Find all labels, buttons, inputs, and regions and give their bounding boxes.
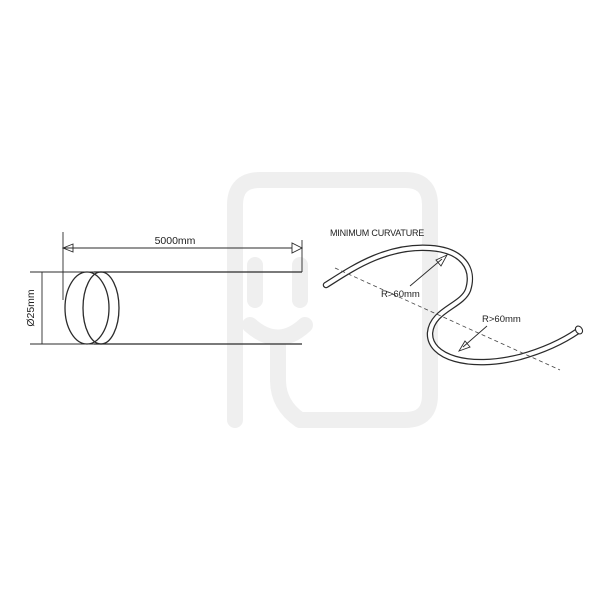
pipe-body	[94, 271, 302, 345]
length-label: 5000mm	[155, 235, 196, 247]
length-arrow-right	[291, 242, 304, 254]
radius-1-line	[409, 258, 443, 287]
curved-pipe	[322, 244, 584, 366]
curvature-centerline	[334, 267, 561, 371]
curved-pipe-end	[574, 325, 584, 335]
radius-2-line	[462, 325, 488, 348]
pipe-end-cap	[64, 271, 120, 345]
plug-icon	[227, 172, 438, 428]
radius-2-arrow	[457, 340, 471, 352]
diameter-dimension	[30, 271, 96, 345]
pipe-end-outer	[82, 271, 120, 345]
radius-1-label: R>60mm	[381, 289, 420, 300]
length-dimension	[61, 232, 304, 300]
radius-1-arrow	[435, 254, 449, 267]
radius-indicator-2	[457, 325, 488, 352]
pipe-end-inner	[64, 271, 110, 345]
radius-2-label: R>60mm	[482, 314, 521, 325]
curvature-title: MINIMUM CURVATURE	[330, 228, 424, 238]
radius-indicator-1	[409, 254, 449, 287]
length-arrow-left	[61, 243, 74, 253]
curved-pipe-core	[324, 245, 580, 365]
diameter-label: Ø25mm	[25, 289, 37, 327]
